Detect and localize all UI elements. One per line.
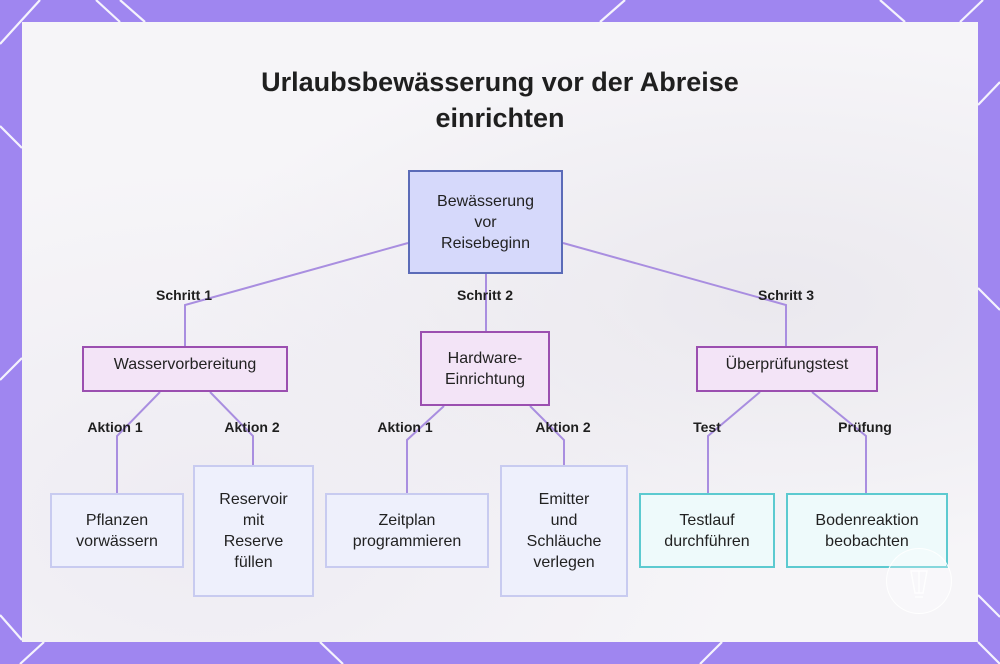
edge-label-branch-2: Schritt 2 <box>456 287 514 303</box>
leaf-branch-1-child-1: Pflanzen vorwässern <box>50 493 184 568</box>
leaf-line: Reservoir <box>219 491 288 508</box>
edge-label-branch-2-child-2: Aktion 2 <box>535 419 591 435</box>
edge-label-branch-3: Schritt 3 <box>757 287 815 303</box>
leaf-line: Emitter <box>538 491 590 508</box>
edge-branch-2-child-2 <box>529 405 565 465</box>
leaf-branch-2-child-1: Zeitplan programmieren <box>325 493 489 568</box>
leaf-line: Zeitplan <box>378 511 436 529</box>
branch-1-node: Wasservorbereitung <box>82 346 288 392</box>
edge-root-branch-3 <box>562 242 787 346</box>
leaf-line: Schläuche <box>526 533 602 550</box>
branch-3-label: Überprüfungstest <box>725 356 849 373</box>
leaf-line: beobachten <box>825 532 909 550</box>
leaf-line: Reserve <box>223 533 284 550</box>
branch-2-node: Hardware- Einrichtung <box>420 331 550 406</box>
edge-branch-3-child-2 <box>811 391 867 493</box>
root-line-1: Bewässerung <box>437 192 534 210</box>
leaf-line: Pflanzen <box>85 511 149 529</box>
title-text: Urlaubsbewässerung vor der Abreise einri… <box>261 67 739 133</box>
edge-label-branch-3-child-2: Prüfung <box>838 419 892 435</box>
root-line-2: vor <box>474 213 497 231</box>
root-node: Bewässerung vor Reisebeginn <box>408 170 563 274</box>
leaf-line: füllen <box>234 554 273 571</box>
root-line-3: Reisebeginn <box>441 234 530 252</box>
edge-label-branch-2-child-1: Aktion 1 <box>377 419 433 435</box>
edge-label-branch-1-child-1: Aktion 1 <box>87 419 143 435</box>
leaf-branch-1-child-2: Reservoir mit Reserve füllen <box>193 465 314 597</box>
branch-2-line-2: Einrichtung <box>444 370 526 388</box>
leaf-line: durchführen <box>664 532 750 550</box>
leaf-line: vorwässern <box>76 532 158 550</box>
edge-branch-1-child-1 <box>116 391 161 493</box>
leaf-branch-3-child-1: Testlauf durchführen <box>639 493 775 568</box>
leaf-line: verlegen <box>533 554 595 571</box>
leaf-line: mit <box>242 512 265 529</box>
lightbulb-icon <box>910 570 928 598</box>
edge-root-branch-1 <box>184 242 409 346</box>
branch-1-label: Wasservorbereitung <box>113 356 257 373</box>
branch-2-line-1: Hardware- <box>447 349 523 367</box>
brand-logo-icon <box>886 548 952 614</box>
edge-label-branch-1-child-2: Aktion 2 <box>224 419 280 435</box>
diagram-title: Urlaubsbewässerung vor der Abreise einri… <box>0 64 1000 136</box>
edge-branch-1-child-2 <box>209 391 254 465</box>
leaf-line: Bodenreaktion <box>815 511 919 529</box>
edge-label-branch-3-child-1: Test <box>693 419 721 435</box>
branch-3-node: Überprüfungstest <box>696 346 878 392</box>
leaf-line: Testlauf <box>679 511 735 529</box>
edge-label-branch-1: Schritt 1 <box>155 287 213 303</box>
leaf-line: und <box>550 512 578 529</box>
edge-branch-2-child-1 <box>406 405 445 493</box>
leaf-line: programmieren <box>352 532 462 550</box>
leaf-branch-2-child-2: Emitter und Schläuche verlegen <box>500 465 628 597</box>
edge-branch-3-child-1 <box>707 391 761 493</box>
